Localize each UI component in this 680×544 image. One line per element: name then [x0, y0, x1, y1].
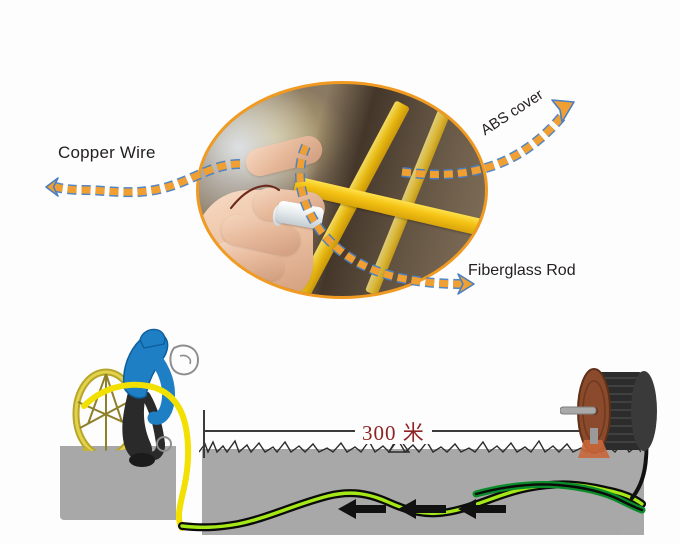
worker-arm	[147, 355, 175, 425]
product-photo-ellipse	[196, 81, 488, 299]
worker-torso	[122, 331, 169, 399]
drum-flange-far	[631, 371, 657, 451]
copper-wire-label: Copper Wire	[58, 143, 156, 162]
ground-trench-fill	[199, 449, 639, 535]
worker-hand	[156, 436, 172, 452]
direction-arrow	[338, 499, 386, 519]
fiberglass-rod-label: Fiberglass Rod	[468, 262, 576, 279]
worker-boot	[129, 453, 155, 467]
sketch-detail	[169, 344, 200, 376]
yellow-duct-rod-path	[81, 381, 192, 531]
distance-measure-tick-left	[203, 410, 205, 458]
copper-wire-callout-arrow	[45, 159, 241, 198]
direction-arrow	[398, 499, 446, 519]
distance-label: 300 米	[355, 422, 432, 444]
wooden-cable-drum	[560, 368, 657, 458]
product-closeup-panel: Copper Wire ABS cover Fiberglass Rod	[45, 81, 576, 299]
drum-axle	[560, 406, 597, 415]
abs-cover-callout-arrow	[401, 99, 575, 180]
drum-stand	[578, 440, 610, 458]
fiberglass-rod-callout-arrow	[295, 143, 475, 295]
fingernail	[199, 129, 215, 151]
hand	[199, 129, 403, 296]
grass-line	[199, 436, 641, 454]
copper-wire-strand	[229, 184, 281, 210]
ground-mass-right	[622, 449, 644, 535]
installation-scene-panel: 300 米	[0, 318, 680, 544]
direction-arrow	[458, 499, 506, 519]
direction-arrows	[338, 499, 506, 519]
worker-legs	[122, 392, 152, 461]
cable-coils	[600, 377, 640, 443]
worker-head	[139, 328, 166, 349]
